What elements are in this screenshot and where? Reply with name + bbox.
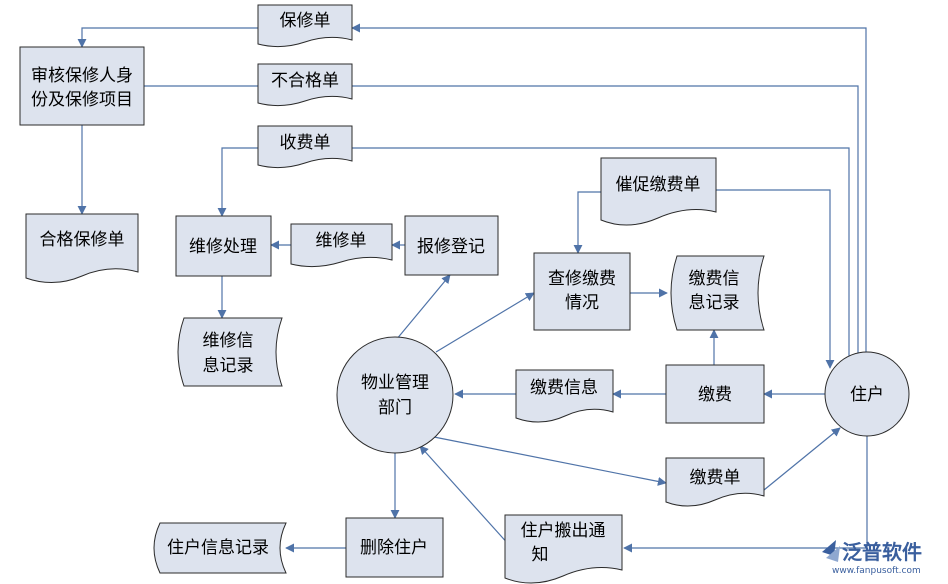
- edge-wuye-to-jiaofeidan: [433, 436, 667, 486]
- label-hegebaoxiudan: 合格保修单: [40, 230, 125, 250]
- edge-zhuhu-to-banchu: [623, 434, 868, 553]
- edge-baoxiudan-to-shenhe: [77, 27, 260, 48]
- logo-name: 泛普软件: [842, 540, 922, 564]
- label-jiaofei: 缴费: [698, 385, 732, 405]
- label-shanchuzhuhu: 删除住户: [360, 538, 428, 558]
- label-zhuhubanchu-line2: 知: [532, 545, 549, 565]
- label-cuicujiaofeidan: 催促缴费单: [616, 175, 701, 195]
- process-chaxiujiaofei: 查修缴费 情况: [533, 252, 631, 331]
- process-weixiuchuli: 维修处理: [175, 215, 272, 277]
- edge-jiaofeidan-to-zhuhu: [763, 427, 841, 491]
- label-jiaofeixinxijilu-line2: 息记录: [689, 293, 740, 313]
- label-jiaofeixinxijilu-line1: 缴费信: [689, 269, 740, 289]
- process-baoxiudengji: 报修登记: [404, 215, 499, 276]
- label-baoxiudan: 保修单: [280, 11, 331, 31]
- document-jiaofeidan: 缴费单: [665, 457, 765, 507]
- entity-wuyeguanli: 物业管理 部门: [336, 336, 454, 454]
- entity-zhuhu: 住户: [824, 351, 910, 437]
- storage-zhuhuxinxijilu: 住户信息记录: [153, 522, 287, 574]
- label-chaxiujiaofei-line2: 情况: [565, 293, 599, 313]
- process-jiaofei: 缴费: [665, 364, 765, 424]
- label-wuye-line1: 物业管理: [361, 373, 429, 393]
- edge-banchu-to-wuye: [419, 445, 511, 547]
- document-weixiudan: 维修单: [290, 223, 393, 268]
- label-weixiuchuli: 维修处理: [189, 237, 257, 257]
- edge-shoufeidan-to-weixiu: [217, 147, 258, 217]
- logo-url: www.fanpusoft.com: [832, 566, 921, 576]
- label-zhuhu: 住户: [850, 385, 884, 405]
- connectors: [77, 23, 868, 553]
- process-shenhe: 审核保修人身 份及保修项目: [19, 46, 145, 126]
- label-wuye-line2: 部门: [378, 398, 412, 418]
- document-cuicujiaofeidan: 催促缴费单: [600, 157, 717, 226]
- document-shoufeidan: 收费单: [257, 125, 353, 169]
- label-zhuhuxinxijilu: 住户信息记录: [167, 538, 269, 558]
- label-zhuhubanchu-line1: 住户搬出通: [521, 521, 606, 541]
- label-jiaofeidan: 缴费单: [690, 468, 741, 488]
- storage-jiaofeixinxijilu: 缴费信 息记录: [670, 255, 765, 331]
- label-weixiuxinxi-line1: 维修信: [203, 331, 254, 351]
- edge-wuye-to-chaxiu: [435, 292, 535, 353]
- label-shenhe-line1: 审核保修人身: [31, 66, 133, 86]
- edge-shoufeidan-to-zhuhu: [352, 147, 854, 369]
- edge-buhegedan-to-zhuhu: [352, 85, 863, 369]
- document-hegebaoxiudan: 合格保修单: [25, 213, 139, 283]
- label-weixiuxinxi-line2: 息记录: [203, 356, 254, 376]
- storage-weixiuxinxi: 维修信 息记录: [177, 317, 283, 387]
- document-zhuhubanchu: 住户搬出通 知: [504, 514, 623, 584]
- edge-zhuhu-to-baoxiudan: [351, 23, 867, 368]
- nodes: 保修单 审核保修人身 份及保修项目 不合格单 收费单 合格保修单 维修处理: [19, 4, 910, 584]
- document-baoxiudan: 保修单: [257, 4, 353, 48]
- edge-cuicu-to-chaxiu: [573, 191, 601, 254]
- document-jiaofeixinxi: 缴费信息: [515, 369, 614, 423]
- label-chaxiujiaofei-line1: 查修缴费: [548, 269, 616, 289]
- process-shanchuzhuhu: 删除住户: [345, 517, 444, 578]
- fanpu-logo: 泛普软件 www.fanpusoft.com: [822, 540, 922, 576]
- edge-cuicu-to-zhuhu: [716, 189, 835, 369]
- label-baoxiudengji: 报修登记: [417, 237, 485, 257]
- label-buhegedan: 不合格单: [271, 71, 339, 91]
- label-jiaofeixinxi: 缴费信息: [530, 378, 598, 398]
- edge-wuye-to-baoxiu: [395, 274, 451, 341]
- label-weixiudan: 维修单: [316, 231, 367, 251]
- fanpu-logo-icon: [822, 540, 840, 562]
- label-shenhe-line2: 份及保修项目: [31, 90, 133, 110]
- document-buhegedan: 不合格单: [257, 63, 353, 107]
- label-shoufeidan: 收费单: [280, 133, 331, 153]
